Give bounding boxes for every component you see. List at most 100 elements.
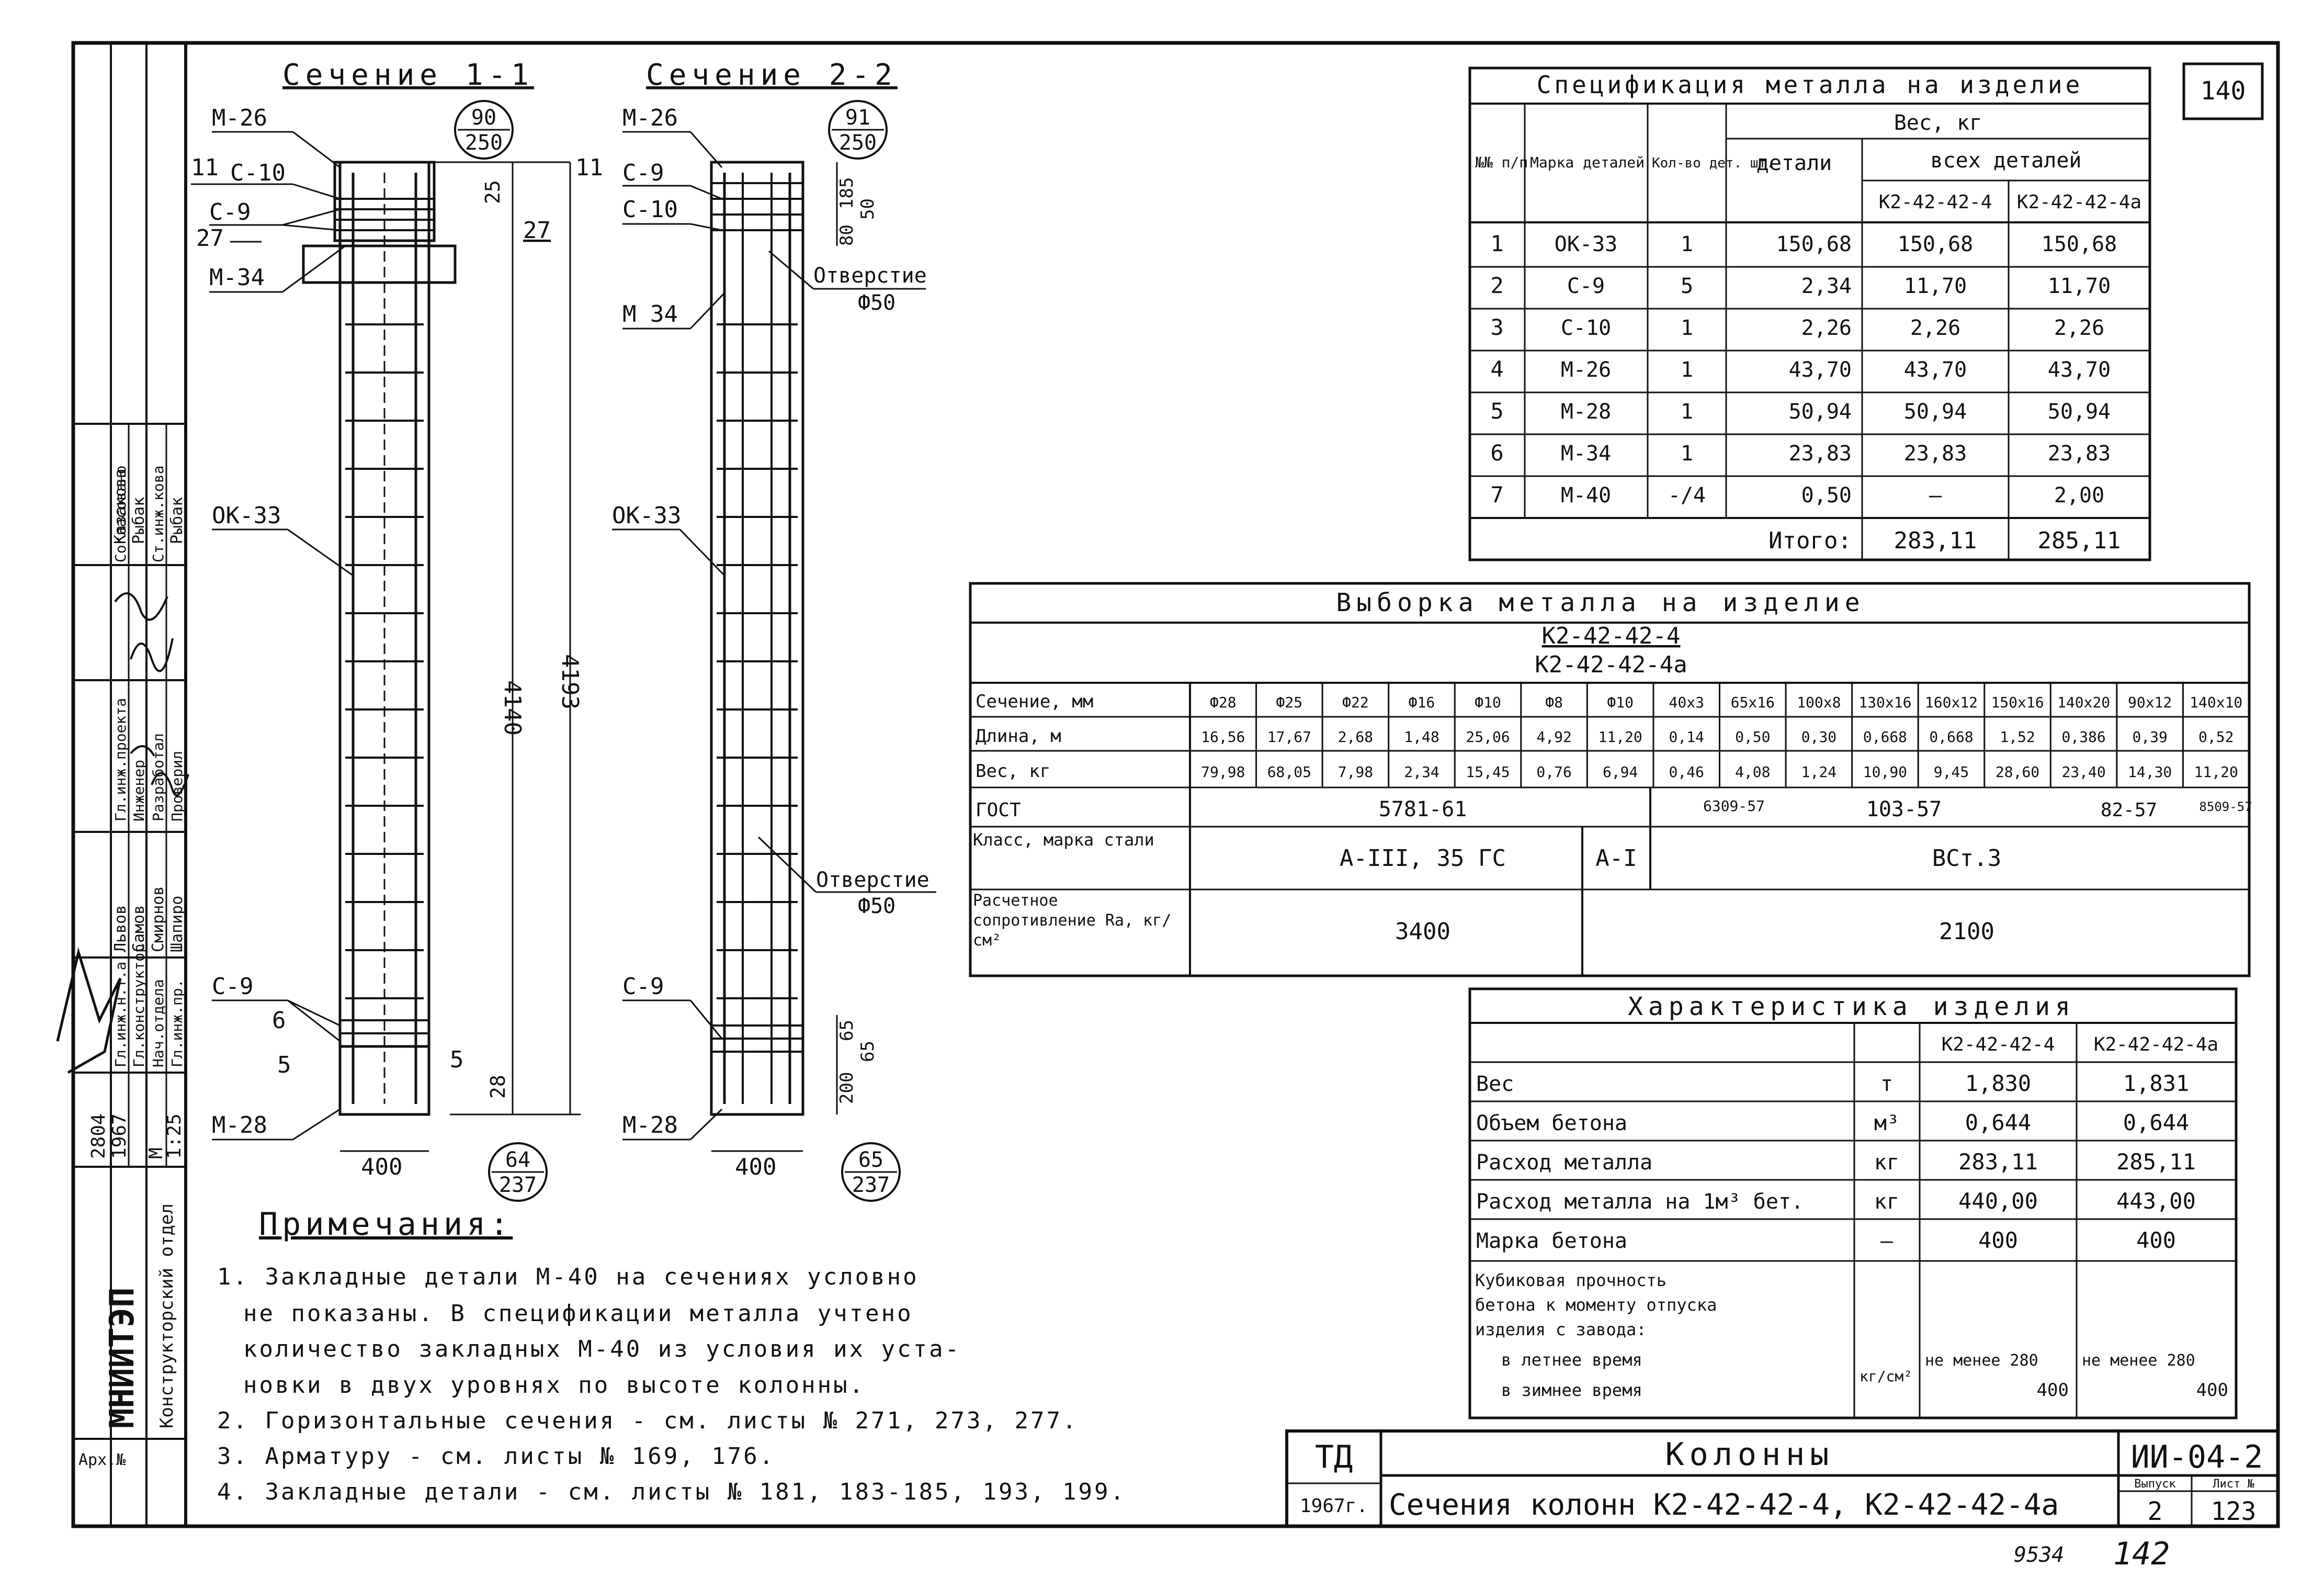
stamp-role-7: Разработал	[150, 733, 167, 821]
char-row-v2: 1,831	[2123, 1070, 2189, 1096]
vy-length-cell: 0,39	[2132, 728, 2167, 746]
vy-length-cell: 25,06	[1466, 728, 1510, 746]
s1-circle-bot-num: 64	[505, 1148, 530, 1172]
spec-row-n: 6	[1490, 440, 1503, 466]
vy-klass-3: ВСт.3	[1932, 845, 2001, 872]
vy-section-cell: 140х10	[2190, 694, 2242, 711]
vy-weight-cell: 14,30	[2128, 763, 2172, 781]
tb-name: Колонны	[1665, 1436, 1834, 1473]
char-row-v1: 1,830	[1965, 1070, 2031, 1096]
tb-code: ИИ-04-2	[2131, 1439, 2263, 1475]
s1-label-11b: 11	[575, 154, 603, 181]
spec-title: Спецификация металла на изделие	[1537, 71, 2083, 99]
char-cube-l1: Кубиковая прочность	[1475, 1270, 1667, 1290]
vy-section-cell: Ф10	[1607, 694, 1634, 711]
s1-label-6: 6	[272, 1007, 286, 1034]
spec-row-w2: 2,26	[2054, 316, 2104, 340]
char-row-unit: кг	[1874, 1190, 1899, 1214]
vy-label-resist: Расчетное сопротивление Rа, кг/см²	[973, 892, 1172, 950]
vy-length-cell: 0,386	[2061, 728, 2105, 746]
s2-circle-top-num: 91	[845, 106, 870, 130]
vy-section-cell: Ф25	[1276, 694, 1303, 711]
char-row-v1: 400	[1978, 1227, 2018, 1253]
spec-h-mark: Марка деталей	[1530, 154, 1645, 171]
char-row-label: Вес	[1476, 1072, 1514, 1096]
s2-label-m34: М 34	[622, 301, 678, 328]
notes-title: Примечания:	[259, 1206, 513, 1243]
spec-row-mark: М-34	[1561, 442, 1611, 466]
stamp-org: МНИИТЭП	[103, 1287, 142, 1428]
s1-label-m34: М-34	[209, 264, 265, 291]
vyborka-title: Выборка металла на изделие	[1336, 588, 1865, 617]
s1-label-27: 27	[196, 225, 224, 252]
spec-h-qty: Кол-во дет. шт.	[1652, 155, 1775, 171]
vy-weight-cell: 0,46	[1669, 763, 1704, 781]
s2-hole-mid-size: Ф50	[858, 894, 895, 918]
spec-row-mark: ОК-33	[1555, 232, 1617, 256]
spec-h-nn: №№ п/п	[1475, 154, 1528, 171]
s1-label-11a: 11	[191, 154, 219, 181]
stamp-role-4: Гл.инж.пр.	[168, 979, 186, 1067]
char-row-unit: т	[1880, 1072, 1893, 1096]
s2-label-m26: М-26	[622, 105, 678, 131]
s2-label-c10: С-10	[622, 196, 678, 223]
spec-row-w1: 2,26	[1910, 316, 1960, 340]
s2-label-m28: М-28	[622, 1112, 678, 1139]
vy-section-cell: 100х8	[1797, 694, 1841, 711]
note-line-2: не показаны. В спецификации металла учте…	[243, 1300, 913, 1327]
stamp-scale: 1:25	[164, 1113, 185, 1159]
vy-weight-cell: 15,45	[1466, 763, 1510, 781]
spec-row-w: 150,68	[1776, 232, 1852, 256]
char-cube-winter-1: 400	[2037, 1380, 2069, 1401]
stamp-role-6: Инженер	[130, 760, 148, 821]
vy-gost-2: 6309-57	[1703, 797, 1765, 815]
stamp-kazakova: Казакова	[111, 469, 130, 545]
vy-length-cell: 2,68	[1338, 728, 1373, 746]
spec-h-weight: Вес, кг	[1894, 111, 1982, 135]
vy-section-cell: 90х12	[2128, 694, 2172, 711]
char-cube-l5: в зимнее время	[1501, 1380, 1642, 1400]
vy-label-section: Сечение, мм	[976, 691, 1093, 712]
note-line-3: количество закладных М-40 из условия их …	[243, 1336, 961, 1362]
spec-row-n: 2	[1490, 273, 1503, 298]
vy-weight-cell: 79,98	[1201, 763, 1245, 781]
spec-total-2: 285,11	[2038, 527, 2121, 554]
vy-length-cell: 16,56	[1201, 728, 1245, 746]
spec-row-qty: 1	[1681, 442, 1693, 466]
s1-label-m28: М-28	[212, 1112, 267, 1139]
spec-h-k1: К2-42-42-4	[1879, 191, 1992, 213]
tb-list: 123	[2211, 1497, 2257, 1526]
spec-row-n: 4	[1490, 356, 1503, 382]
vy-resist-1: 3400	[1395, 918, 1450, 945]
char-cube-summer-2: не менее 280	[2082, 1351, 2195, 1370]
spec-row-w: 50,94	[1789, 400, 1852, 424]
s1-circle-top-num: 90	[471, 106, 496, 130]
s1-circle-top-den: 250	[465, 131, 503, 155]
vy-weight-cell: 9,45	[1934, 763, 1969, 781]
s1-label-5b: 5	[450, 1046, 464, 1073]
stamp-stroikova: Ст.инж.кова	[150, 466, 167, 562]
vy-resist-2: 2100	[1939, 918, 1994, 945]
stamp-name-1: Львов	[111, 905, 130, 952]
title-block: ТД 1967г. Колонны Сечения колонн К2-42-4…	[1285, 1429, 2280, 1572]
sheet-frame	[71, 41, 2280, 1528]
spec-row-qty: -/4	[1668, 483, 1706, 508]
char-row-v2: 0,644	[2123, 1110, 2189, 1135]
s2-dim-200: 200	[836, 1072, 857, 1104]
s1-dim-400: 400	[361, 1154, 402, 1180]
s1-label-5a: 5	[277, 1052, 291, 1078]
vy-length-cell: 0,14	[1669, 728, 1704, 746]
section-2-2-drawing: Сечение 2-2 М-26 С-9 С-10 М 34 ОК-33 С-9…	[612, 58, 936, 1202]
spec-h-k2: К2-42-42-4а	[2017, 191, 2141, 213]
stamp-name-4: Шапиро	[168, 896, 186, 952]
s2-dim-65b: 65	[857, 1041, 878, 1062]
spec-row-w1: 150,68	[1898, 232, 1974, 256]
tb-subtitle: Сечения колонн К2-42-42-4, К2-42-42-4а	[1389, 1488, 2059, 1522]
tb-vyp: 2	[2148, 1497, 2163, 1526]
s1-dim-25: 25	[481, 180, 504, 204]
s2-dim-80: 80	[836, 224, 857, 246]
spec-total-label: Итого:	[1768, 527, 1852, 554]
section-1-title: Сечение 1-1	[282, 58, 534, 92]
s2-dim-65a: 65	[836, 1020, 857, 1041]
